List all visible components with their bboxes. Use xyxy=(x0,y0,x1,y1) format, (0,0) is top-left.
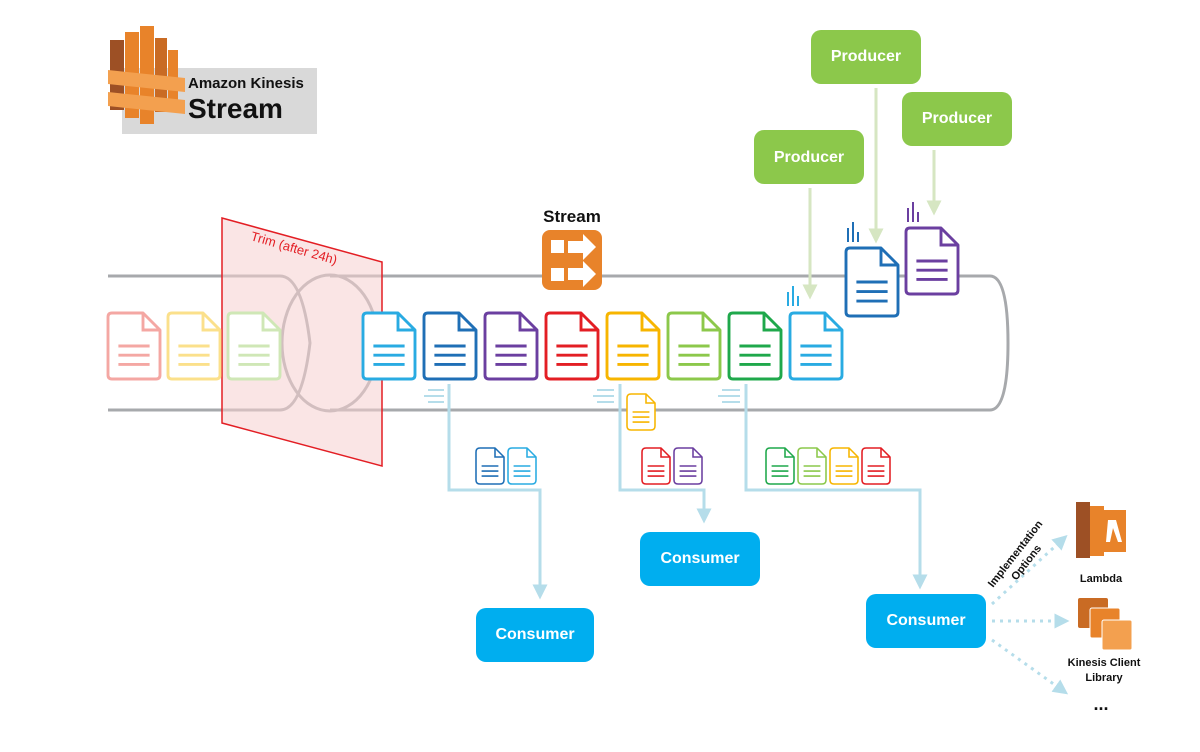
more-options: ... xyxy=(1093,694,1108,714)
implementation-label: Implementation Options xyxy=(986,518,1046,590)
kcl-label-line1: Kinesis Client xyxy=(1068,657,1141,669)
signal-icon-1 xyxy=(787,286,799,306)
motion-dashes xyxy=(424,389,740,403)
record-5 xyxy=(605,311,661,381)
consumer-box-3[interactable]: Consumer xyxy=(866,594,986,648)
consumer-box-2[interactable]: Consumer xyxy=(640,532,760,586)
record-2 xyxy=(422,311,478,381)
producer-box-3[interactable]: Producer xyxy=(754,130,864,184)
consumer3-record-2 xyxy=(797,447,827,485)
producer-box-2[interactable]: Producer xyxy=(902,92,1012,146)
svg-text:Producer: Producer xyxy=(922,110,992,127)
svg-text:Producer: Producer xyxy=(831,48,901,65)
trim-plane: Trim (after 24h) xyxy=(221,217,383,467)
svg-text:Consumer: Consumer xyxy=(660,550,739,567)
kinesis-logo-icon xyxy=(108,26,185,124)
consumer-flow-lines xyxy=(447,384,928,600)
kcl-icon xyxy=(1078,598,1133,651)
record-incoming-2 xyxy=(904,226,960,296)
kcl-label-line2: Library xyxy=(1085,672,1123,684)
consumer2-record-1 xyxy=(641,447,671,485)
consumer3-record-1 xyxy=(765,447,795,485)
record-8 xyxy=(788,311,844,381)
lambda-label: Lambda xyxy=(1080,573,1123,585)
brand-header: Amazon Kinesis Stream xyxy=(108,26,317,134)
stream-icon xyxy=(542,230,602,290)
consumer-flow-1 xyxy=(447,384,548,600)
signal-icon-3 xyxy=(907,202,919,222)
record-trimmed-3 xyxy=(226,311,282,381)
svg-text:Consumer: Consumer xyxy=(495,626,574,643)
record-1 xyxy=(361,311,417,381)
option-arrows xyxy=(990,534,1070,695)
brand-line1: Amazon Kinesis xyxy=(188,75,304,92)
record-incoming-1 xyxy=(844,246,900,318)
lambda-icon xyxy=(1076,502,1126,558)
svg-text:Consumer: Consumer xyxy=(886,612,965,629)
consumer2-record-2 xyxy=(673,447,703,485)
consumer-flow-2 xyxy=(618,384,712,524)
record-6 xyxy=(666,311,722,381)
record-trimmed-2 xyxy=(166,311,222,381)
consumer1-record-1 xyxy=(475,447,505,485)
record-4 xyxy=(544,311,600,381)
producer-box-1[interactable]: Producer xyxy=(811,30,921,84)
svg-text:Producer: Producer xyxy=(774,149,844,166)
consumer-flow-3 xyxy=(744,384,928,590)
consumer-box-1[interactable]: Consumer xyxy=(476,608,594,662)
record-3 xyxy=(483,311,539,381)
brand-line2: Stream xyxy=(188,93,283,124)
consumer3-record-3 xyxy=(829,447,859,485)
consumer3-record-4 xyxy=(861,447,891,485)
signal-icon-2 xyxy=(847,222,859,242)
consumer1-record-2 xyxy=(507,447,537,485)
stream-label: Stream xyxy=(543,207,601,226)
consumer2-record-extra xyxy=(626,393,656,431)
record-trimmed-1 xyxy=(106,311,162,381)
record-7 xyxy=(727,311,783,381)
